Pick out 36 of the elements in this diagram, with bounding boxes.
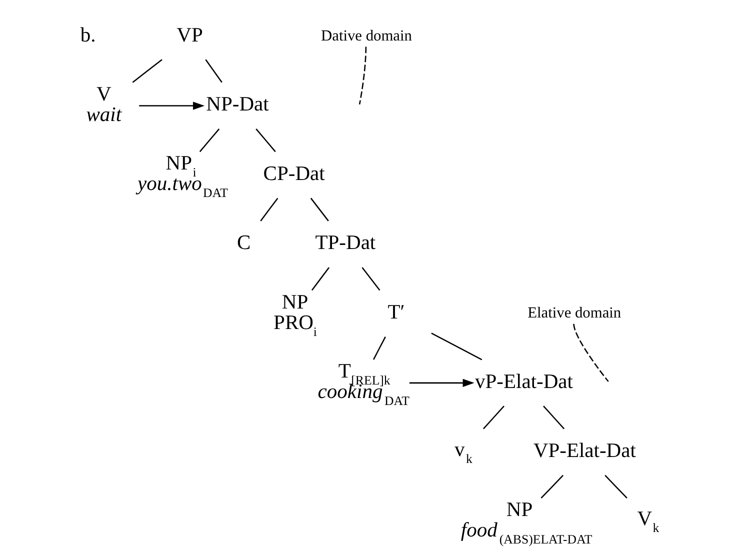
connector [573,324,609,382]
node-text: NP food$_{(ABS)ELAT-DAT}$ [460,499,592,547]
connector [205,59,222,83]
node-text: CP-Dat [263,162,325,185]
connector [260,198,278,222]
node-text: NP-Dat [206,94,269,116]
connector [199,128,220,152]
arrow [409,378,474,387]
node-text: VP-Elat-Dat [533,440,636,462]
connector [358,46,367,105]
node-text: C [236,232,251,254]
node-text: NP PRO$_{i}$ [274,291,317,339]
arrow [139,102,205,110]
node-text: NP$_{i}$ you.two$_{DAT}$ [138,152,228,200]
node-text: T$_{[REL]k}$ cooking$_{DAT}$ [318,360,410,408]
connector [543,406,565,430]
connector [256,128,276,152]
connector [482,406,504,430]
node-text: VP [176,24,203,46]
connector [310,198,329,222]
connector [431,332,482,360]
node-text: V$_{k}$ [637,508,660,536]
connector [604,474,628,499]
connector [311,267,330,291]
connector [540,474,564,499]
connector [373,336,386,360]
connector [362,267,380,291]
node-text: TP-Dat [315,232,376,254]
node-text: T′ [388,302,405,324]
node-text: vP-Elat-Dat [475,370,573,393]
node-text: v$_{k}$ [454,438,472,466]
node-text: V wait [86,83,122,126]
connector [132,59,162,83]
node-text: Elative domain [528,304,622,322]
node-text: Dative domain [321,27,412,44]
label: b. [80,24,96,46]
